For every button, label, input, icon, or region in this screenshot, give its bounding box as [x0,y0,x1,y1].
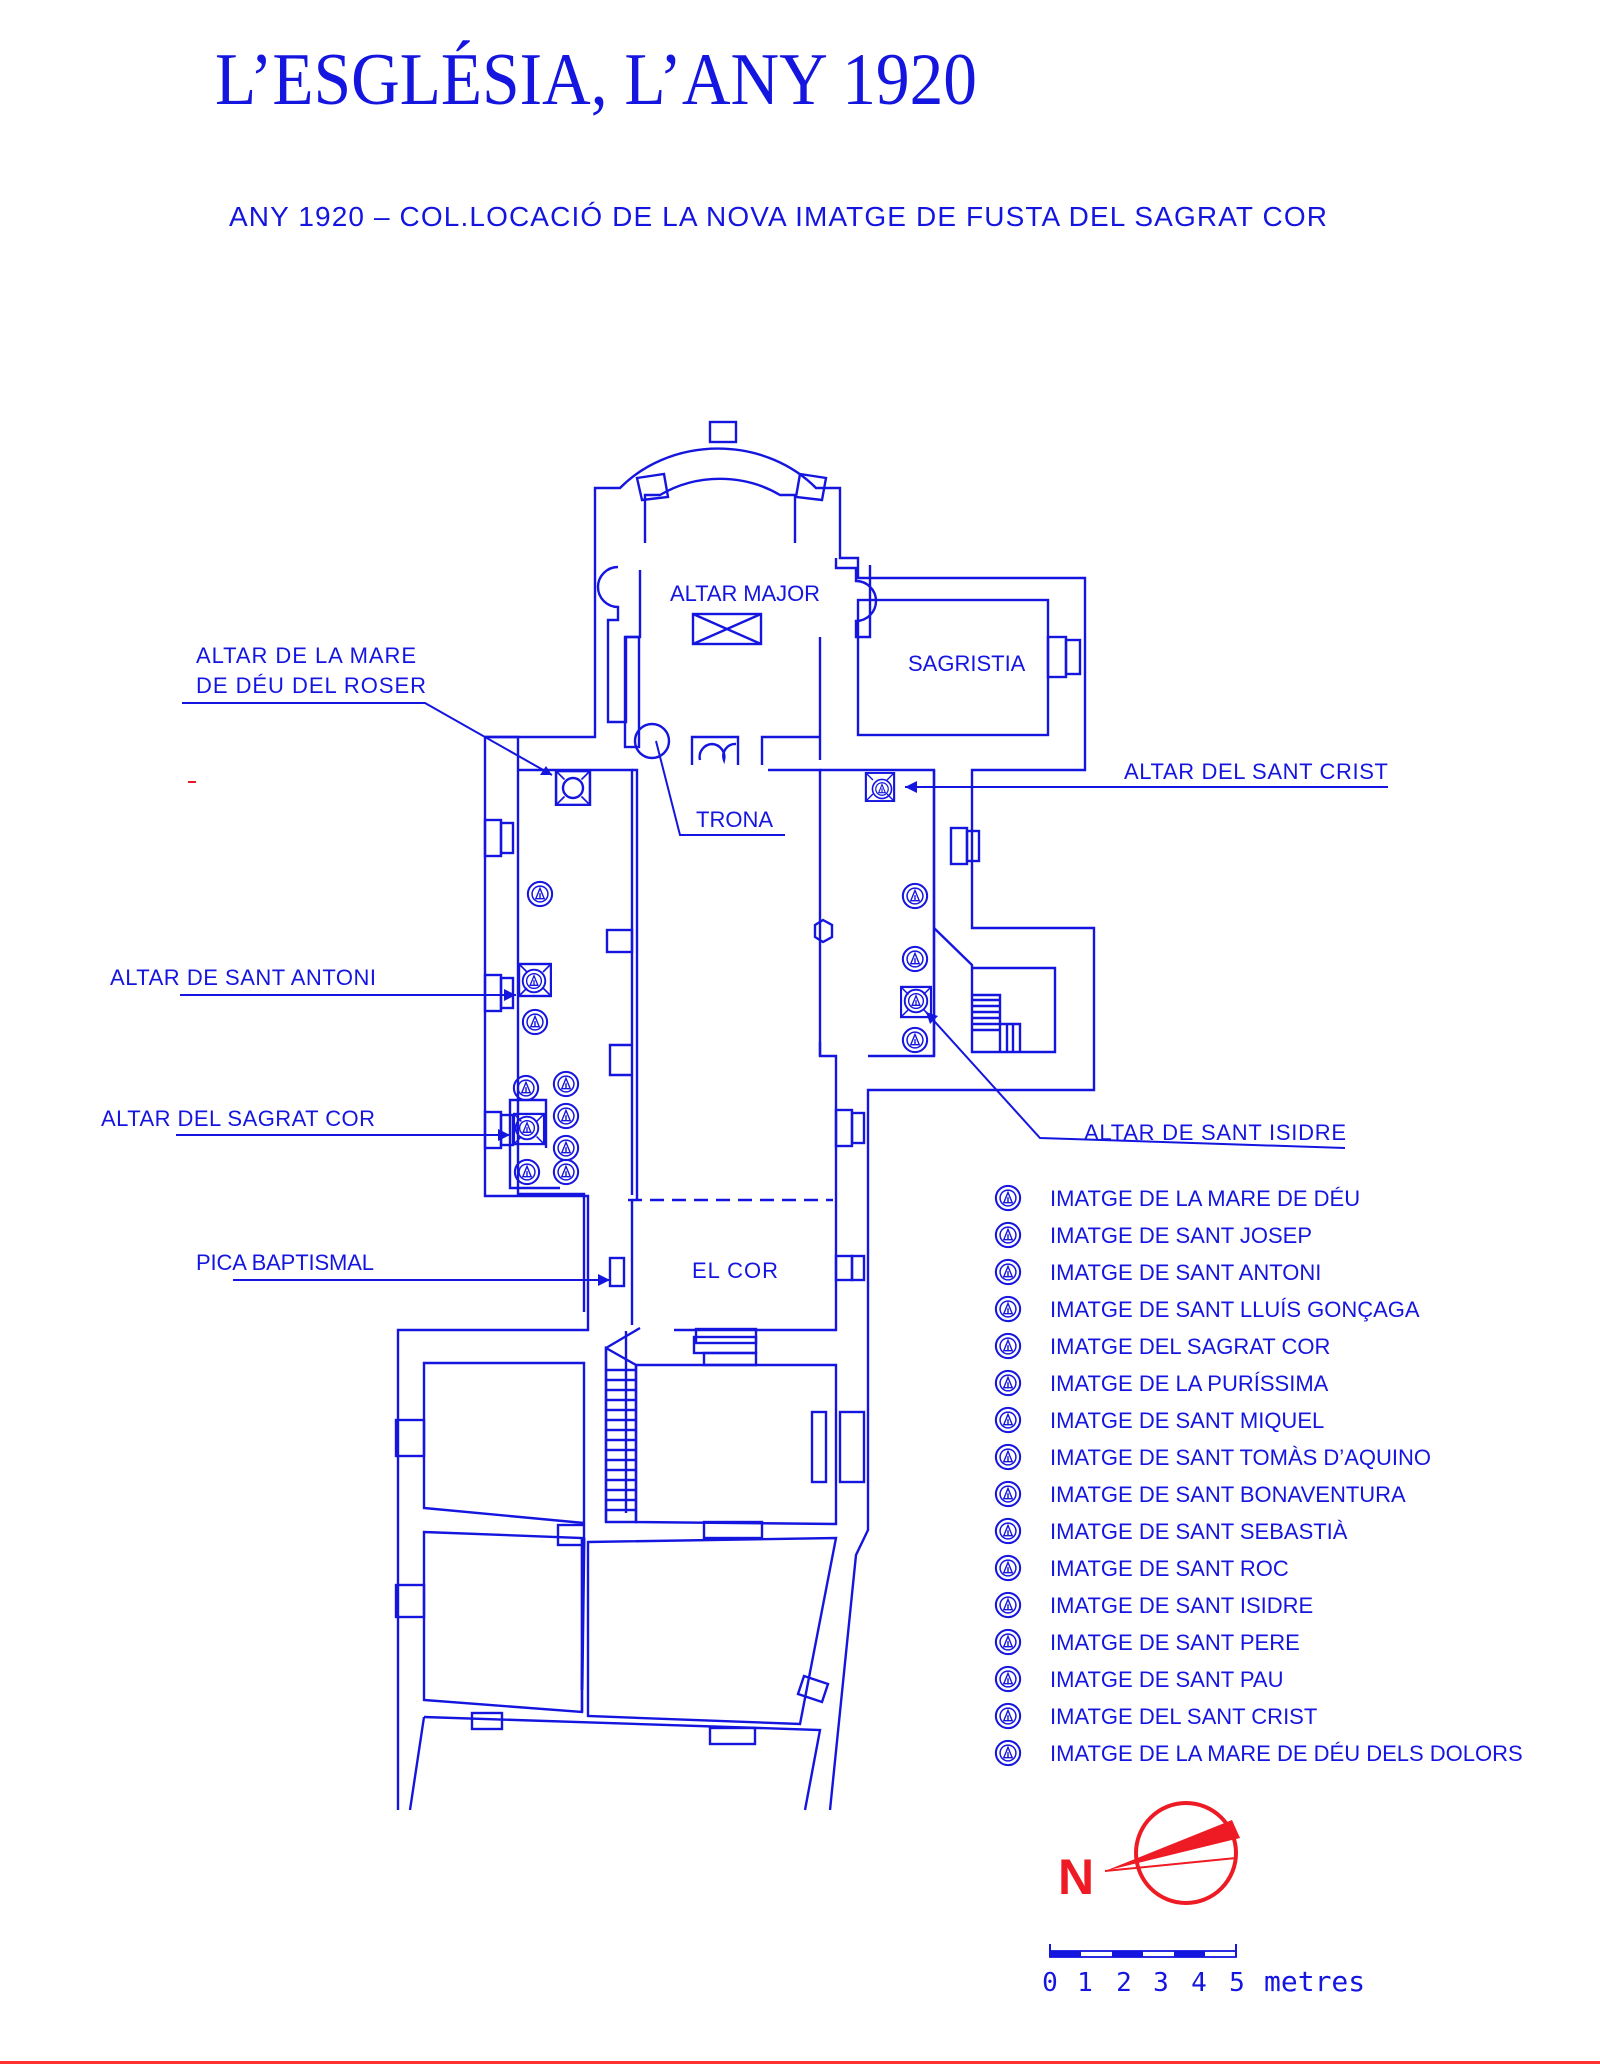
legend-item: IMATGE DE SANT BONAVENTURA [994,1480,1406,1508]
leader-arrows [498,766,938,1286]
altar-sant-crist [864,772,896,802]
chancel [483,524,1096,1310]
callout-sant-crist: ALTAR DEL SANT CRIST [1124,759,1388,784]
altar-major [691,612,763,646]
legend-item: IMATGE DEL SANT CRIST [994,1702,1317,1730]
legend-item: IMATGE DE SANT MIQUEL [994,1406,1324,1434]
apse [593,420,842,543]
scale-bar: 0 1 2 3 4 5 metres [1042,1944,1365,1998]
legend-item: IMATGE DE SANT PERE [994,1628,1300,1656]
north-compass: N [1058,1801,1240,1905]
pica-baptismal [608,1256,626,1288]
lower-building [396,1108,870,1811]
svg-text:IMATGE DE LA PURÍSSIMA: IMATGE DE LA PURÍSSIMA [1050,1371,1329,1396]
legend-item: IMATGE DE LA PURÍSSIMA [994,1369,1329,1397]
windows [394,818,981,1746]
svg-text:IMATGE DE SANT TOMÀS D’AQUINO: IMATGE DE SANT TOMÀS D’AQUINO [1050,1445,1431,1470]
svg-text:IMATGE DEL SANT CRIST: IMATGE DEL SANT CRIST [1050,1704,1317,1729]
legend-item: IMATGE DE SANT ISIDRE [994,1591,1313,1619]
scale-tick: 3 [1153,1968,1169,1998]
legend: IMATGE DE LA MARE DE DÉU IMATGE DE SANT … [994,1184,1523,1767]
svg-text:IMATGE DE SANT JOSEP: IMATGE DE SANT JOSEP [1050,1223,1312,1248]
room-label-altar-major: ALTAR MAJOR [670,581,820,606]
scale-tick: 0 [1042,1968,1058,1998]
svg-text:IMATGE DE LA MARE DE DÉU DELS: IMATGE DE LA MARE DE DÉU DELS DOLORS [1050,1741,1523,1766]
callout-roser-line1: ALTAR DE LA MARE [196,643,416,668]
svg-text:IMATGE DE SANT PAU: IMATGE DE SANT PAU [1050,1667,1283,1692]
trona-pulpit [633,722,819,765]
legend-item: IMATGE DE SANT TOMÀS D’AQUINO [994,1443,1431,1471]
room-label-trona: TRONA [696,807,773,832]
svg-text:IMATGE DE SANT BONAVENTURA: IMATGE DE SANT BONAVENTURA [1050,1482,1406,1507]
leader-lines [176,702,1388,1281]
scale-tick: 1 [1077,1968,1093,1998]
svg-text:IMATGE DEL SAGRAT COR: IMATGE DEL SAGRAT COR [1050,1334,1330,1359]
plan-image-icons [512,778,929,1186]
svg-text:IMATGE DE SANT ISIDRE: IMATGE DE SANT ISIDRE [1050,1593,1313,1618]
svg-text:IMATGE DE SANT PERE: IMATGE DE SANT PERE [1050,1630,1300,1655]
callout-pica: PICA BAPTISMAL [196,1250,374,1275]
svg-text:IMATGE DE SANT SEBASTIÀ: IMATGE DE SANT SEBASTIÀ [1050,1519,1348,1544]
altar-sant-antoni [518,962,552,998]
legend-item: IMATGE DE LA MARE DE DÉU [994,1184,1360,1212]
page-subtitle: ANY 1920 – COL.LOCACIÓ DE LA NOVA IMATGE… [229,201,1327,232]
scale-tick: 4 [1191,1968,1207,1998]
bottom-border-line [0,2061,1600,2064]
el-cor-room [624,1196,838,1513]
scale-tick: 2 [1116,1968,1132,1998]
scale-unit: metres [1264,1965,1365,1998]
compass-north-label: N [1058,1849,1094,1905]
altar-roser [554,770,592,806]
svg-text:IMATGE DE SANT MIQUEL: IMATGE DE SANT MIQUEL [1050,1408,1324,1433]
nave [485,735,936,1312]
legend-item: IMATGE DE SANT PAU [994,1665,1283,1693]
svg-text:IMATGE DE LA MARE DE DÉU: IMATGE DE LA MARE DE DÉU [1050,1186,1360,1211]
svg-text:IMATGE DE SANT LLUÍS GONÇAGA: IMATGE DE SANT LLUÍS GONÇAGA [1050,1297,1420,1322]
legend-item: IMATGE DE SANT ROC [994,1554,1289,1582]
callout-sagrat-cor: ALTAR DEL SAGRAT COR [101,1106,375,1131]
page-title: L’ESGLÉSIA, L’ANY 1920 [215,39,977,121]
legend-item: IMATGE DE SANT JOSEP [994,1221,1312,1249]
svg-text:IMATGE DE SANT ROC: IMATGE DE SANT ROC [1050,1556,1289,1581]
svg-text:IMATGE DE SANT ANTONI: IMATGE DE SANT ANTONI [1050,1260,1321,1285]
callout-sant-antoni: ALTAR DE SANT ANTONI [110,965,376,990]
scale-tick: 5 [1229,1968,1245,1998]
legend-item: IMATGE DE SANT ANTONI [994,1258,1321,1286]
legend-item: IMATGE DE SANT SEBASTIÀ [994,1517,1348,1545]
legend-item: IMATGE DEL SAGRAT COR [994,1332,1330,1360]
room-label-el-cor: EL COR [692,1258,778,1283]
room-label-sagristia: SAGRISTIA [908,651,1026,676]
callout-roser-line2: DE DÉU DEL ROSER [196,673,426,698]
stair-east [933,927,1057,1054]
legend-item: IMATGE DE SANT LLUÍS GONÇAGA [994,1295,1420,1323]
legend-item: IMATGE DE LA MARE DE DÉU DELS DOLORS [994,1739,1523,1767]
